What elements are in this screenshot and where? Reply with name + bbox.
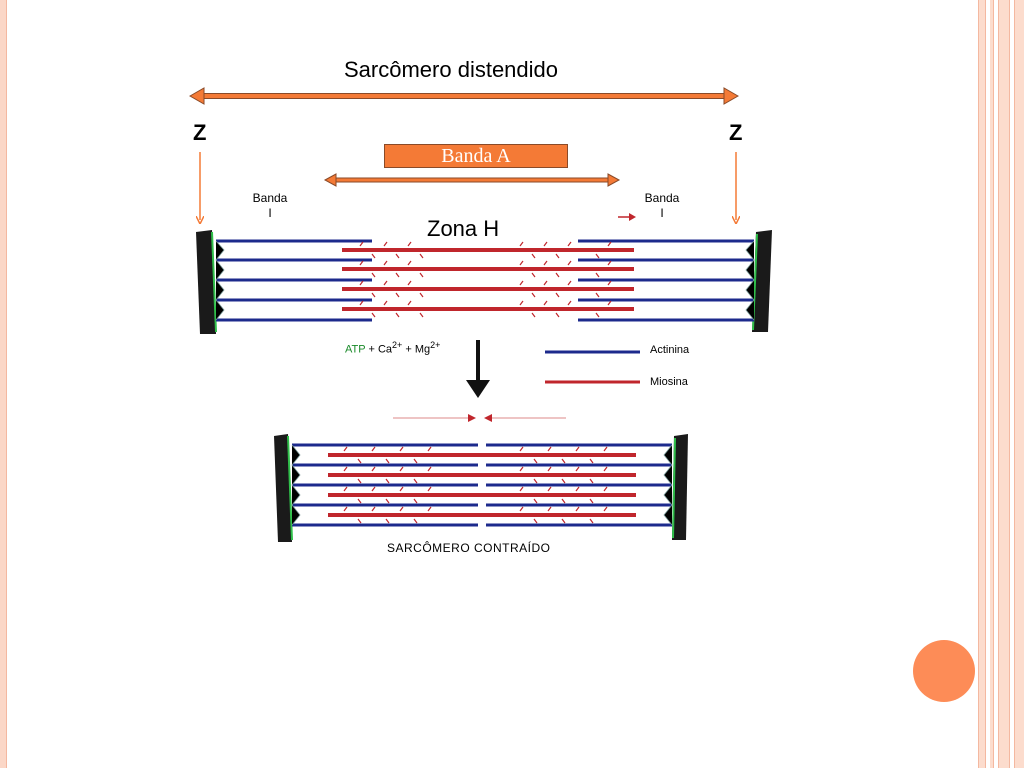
actin-filaments-left <box>216 239 372 322</box>
myosin-filaments <box>342 248 634 311</box>
decorative-circle <box>913 640 975 702</box>
calcium-charge: 2+ <box>392 340 403 350</box>
contracted-sarcomere <box>274 434 688 542</box>
legend-miosina: Miosina <box>650 376 688 388</box>
banda-i-left-line2: I <box>268 206 272 220</box>
right-border-stripe <box>1014 0 1024 768</box>
right-border-stripe <box>998 0 1010 768</box>
actin-filaments-contracted <box>292 443 672 527</box>
zona-h-label: Zona H <box>427 216 500 241</box>
z-connections <box>215 240 755 321</box>
myosin-filaments-contracted <box>328 453 636 517</box>
right-border-stripe <box>978 0 986 768</box>
z-connections-contracted <box>291 444 673 526</box>
actin-filaments-right <box>578 239 754 322</box>
contraction-arrow <box>466 340 490 398</box>
banda-i-right-line2: I <box>660 206 664 220</box>
banda-a-label: Banda A <box>384 144 568 168</box>
sarcomere-length-arrow <box>188 87 740 105</box>
z-line-left-contracted <box>274 434 292 542</box>
legend-actinina: Actinina <box>650 344 690 356</box>
atp-text: ATP <box>345 343 366 356</box>
plus-sign: + <box>405 343 412 356</box>
z-label-right: Z <box>729 120 743 145</box>
contraction-direction-arrows <box>393 414 566 422</box>
small-red-arrow <box>618 213 636 221</box>
relaxed-sarcomere <box>196 230 772 334</box>
banda-i-left-line1: Banda <box>252 191 288 205</box>
a-band-arrow <box>323 173 621 187</box>
magnesium-text: Mg <box>414 343 431 356</box>
z-label-left: Z <box>193 120 207 145</box>
diagram-title: Sarcômero distendido <box>344 57 559 82</box>
banda-i-right-line1: Banda <box>644 191 680 205</box>
reaction-label: ATP + Ca2+ + Mg2+ <box>345 340 440 356</box>
contracted-caption: SARCÔMERO CONTRAÍDO <box>387 541 551 555</box>
banda-i-label-right: Banda I <box>641 191 683 221</box>
banda-i-label-left: Banda I <box>249 191 291 221</box>
right-border-stripe <box>990 0 994 768</box>
z-line-left <box>196 230 216 334</box>
magnesium-charge: 2+ <box>430 340 441 350</box>
myosin-heads <box>359 241 612 318</box>
z-line-right-contracted <box>672 434 688 540</box>
plus-sign: + <box>368 343 375 356</box>
myosin-heads-contracted <box>343 446 608 524</box>
calcium-text: Ca <box>377 343 393 356</box>
left-border-decoration <box>0 0 7 768</box>
